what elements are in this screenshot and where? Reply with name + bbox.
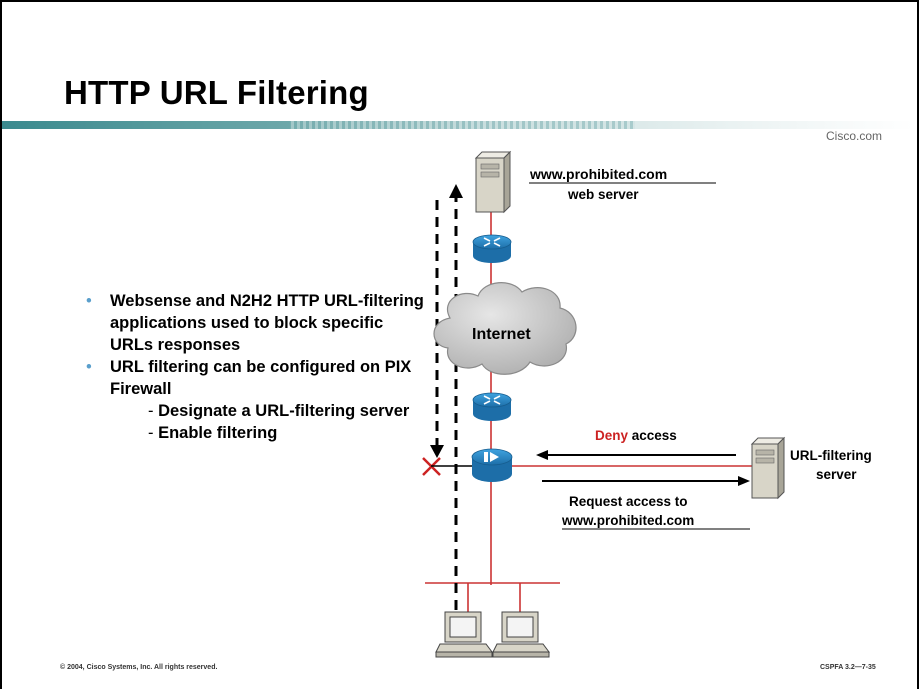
deny-arrowhead bbox=[536, 450, 548, 460]
slide-number-footer: CSPFA 3.2—7-35 bbox=[820, 664, 876, 671]
cisco-brand-text: Cisco.com bbox=[826, 129, 883, 143]
deny-rest: access bbox=[628, 428, 677, 443]
pix-firewall-icon bbox=[471, 448, 513, 482]
url-server-label-1: URL-filtering bbox=[790, 448, 872, 463]
header-accent-stripes bbox=[290, 121, 635, 129]
sub-bullet-dash-1: - bbox=[148, 402, 159, 420]
bullet-dot-icon: • bbox=[86, 358, 92, 376]
sub-bullet-dash-2: - bbox=[148, 424, 159, 442]
copyright-footer: © 2004, Cisco Systems, Inc. All rights r… bbox=[60, 664, 218, 671]
bullet-item-2: • URL filtering can be configured on PIX … bbox=[84, 356, 424, 400]
request-path-arrowhead-up bbox=[449, 184, 463, 198]
response-path-arrowhead-down bbox=[430, 445, 444, 458]
request-url-label: www.prohibited.com bbox=[562, 513, 695, 528]
deny-word: Deny bbox=[595, 428, 629, 443]
deny-access-label: Deny access bbox=[595, 428, 677, 443]
workstation-left-icon bbox=[435, 611, 493, 658]
web-server-icon bbox=[474, 150, 512, 214]
bullet-item-1: • Websense and N2H2 HTTP URL-filtering ap… bbox=[84, 290, 424, 356]
router-bottom-icon bbox=[472, 392, 512, 421]
slide-title: HTTP URL Filtering bbox=[64, 74, 369, 111]
bullet-dot-icon: • bbox=[86, 292, 92, 310]
request-access-label: Request access to bbox=[569, 494, 688, 509]
web-server-url-label: www.prohibited.com bbox=[530, 166, 668, 182]
router-top-icon bbox=[472, 234, 512, 263]
url-server-label-2: server bbox=[816, 467, 857, 482]
sub-bullet-item-2: - Enable filtering bbox=[84, 422, 424, 444]
request-arrowhead bbox=[738, 476, 750, 486]
web-server-sub-label: web server bbox=[568, 187, 639, 202]
internet-cloud-label: Internet bbox=[472, 326, 531, 343]
internet-cloud-icon bbox=[433, 282, 577, 375]
sub-bullet-text-2: Enable filtering bbox=[158, 424, 278, 442]
workstation-right-icon bbox=[492, 611, 550, 658]
bullet-list: • Websense and N2H2 HTTP URL-filtering ap… bbox=[84, 290, 424, 444]
sub-bullet-item-1: - Designate a URL-filtering server bbox=[84, 400, 424, 422]
url-filtering-server-icon bbox=[750, 436, 786, 500]
bullet-text-2: URL filtering can be configured on PIX F… bbox=[110, 358, 412, 398]
bullet-text-1: Websense and N2H2 HTTP URL-filtering app… bbox=[110, 292, 424, 354]
sub-bullet-text-1: Designate a URL-filtering server bbox=[158, 402, 410, 420]
